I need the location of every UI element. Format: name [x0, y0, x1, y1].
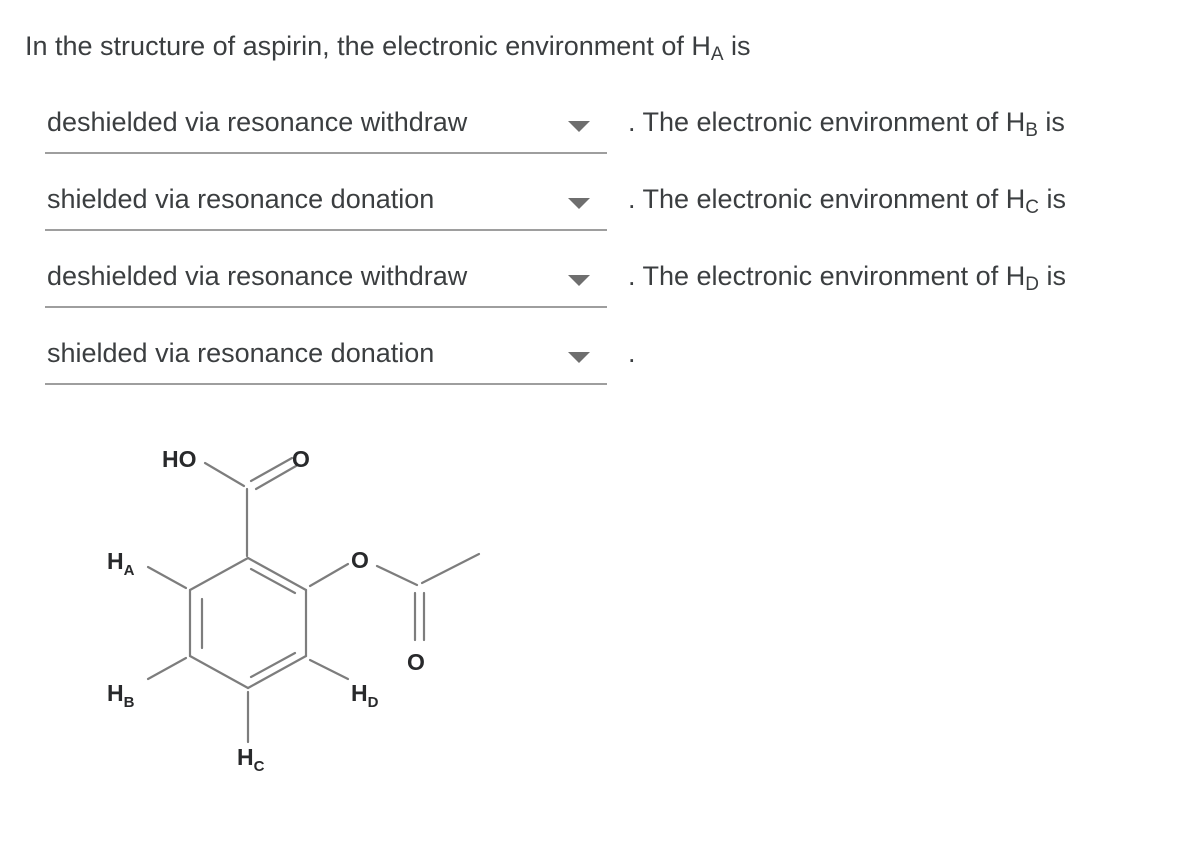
sentence-suffix: is	[1038, 184, 1066, 214]
hc-label: HC	[237, 744, 265, 775]
chevron-down-icon	[568, 352, 590, 363]
ester-carbonyl-oxygen-label: O	[407, 649, 425, 675]
question-title-subscript: A	[710, 44, 724, 65]
sentence-text: . The electronic environment of H	[628, 107, 1026, 137]
sentence-text: . The electronic environment of H	[628, 184, 1026, 214]
dropdown-hd[interactable]: shielded via resonance donation	[45, 339, 607, 385]
carboxyl-oxygen-label: O	[292, 446, 310, 472]
blank-row-hb: shielded via resonance donation . The el…	[45, 185, 1066, 231]
blank-row-ha: deshielded via resonance withdraw . The …	[45, 108, 1065, 154]
atom-labels: HO O O O HA HB HC HD	[107, 446, 425, 775]
sentence-subscript: C	[1025, 197, 1039, 218]
dropdown-hc-selected-value: deshielded via resonance withdraw	[47, 261, 468, 291]
sentence-after-hb: . The electronic environment of HC is	[628, 184, 1066, 217]
dropdown-hb[interactable]: shielded via resonance donation	[45, 185, 607, 231]
question-title-text: In the structure of aspirin, the electro…	[25, 31, 711, 61]
dropdown-hc[interactable]: deshielded via resonance withdraw	[45, 262, 607, 308]
sentence-subscript: D	[1025, 274, 1039, 295]
chevron-down-icon	[568, 121, 590, 132]
dropdown-hd-selected-value: shielded via resonance donation	[47, 338, 435, 368]
bond-lines	[146, 456, 481, 744]
chevron-down-icon	[568, 198, 590, 209]
chevron-down-icon	[568, 275, 590, 286]
sentence-after-ha: . The electronic environment of HB is	[628, 107, 1065, 140]
sentence-suffix: is	[1037, 107, 1065, 137]
dropdown-ha[interactable]: deshielded via resonance withdraw	[45, 108, 607, 154]
sentence-after-hc: . The electronic environment of HD is	[628, 261, 1066, 294]
blank-row-hc: deshielded via resonance withdraw . The …	[45, 262, 1066, 308]
sentence-text: . The electronic environment of H	[628, 261, 1026, 291]
question-title: In the structure of aspirin, the electro…	[25, 31, 751, 64]
sentence-suffix: is	[1038, 261, 1066, 291]
hydroxyl-label: HO	[162, 446, 197, 472]
sentence-subscript: B	[1025, 120, 1038, 141]
dropdown-hb-selected-value: shielded via resonance donation	[47, 184, 435, 214]
blank-row-hd: shielded via resonance donation .	[45, 339, 636, 385]
sentence-after-hd: .	[628, 339, 636, 367]
ester-oxygen-label: O	[351, 547, 369, 573]
sentence-text: .	[628, 338, 636, 368]
hd-label: HD	[351, 680, 379, 711]
question-title-suffix: is	[723, 31, 751, 61]
aspirin-structure-figure: HO O O O HA HB HC HD	[107, 446, 481, 775]
ha-label: HA	[107, 548, 135, 579]
dropdown-ha-selected-value: deshielded via resonance withdraw	[47, 107, 468, 137]
hb-label: HB	[107, 680, 135, 711]
